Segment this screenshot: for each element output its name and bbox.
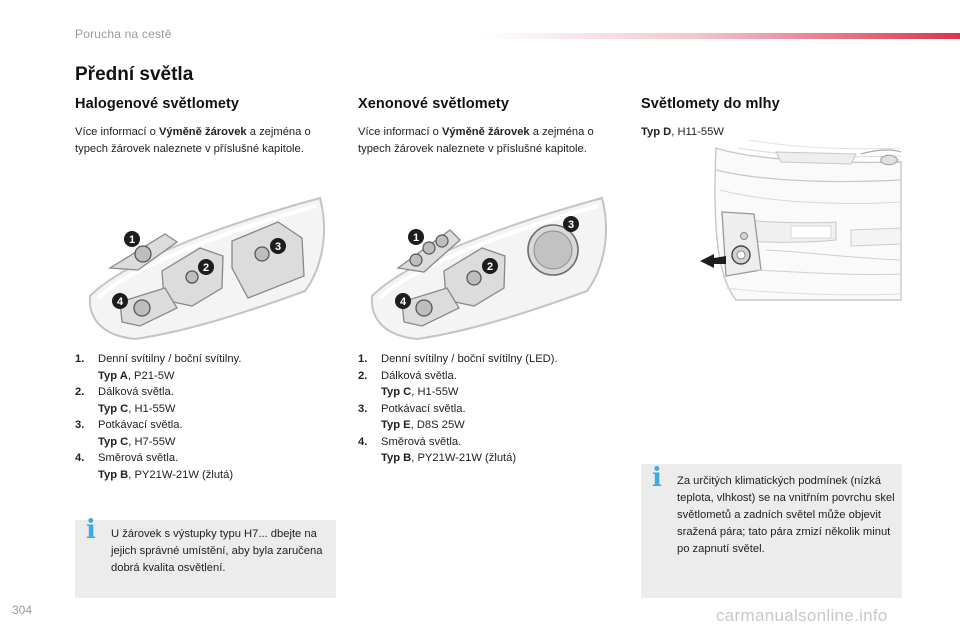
svg-text:2: 2 (487, 261, 493, 273)
list-item: 1.Denní svítilny / boční svítilny.Typ A,… (75, 353, 242, 382)
fog-bulb-type: Typ D, H11-55W (641, 126, 724, 138)
svg-text:1: 1 (413, 232, 419, 244)
arrow-icon (700, 254, 726, 268)
fog-section: Světlomety do mlhy Typ D, H11-55W (641, 96, 903, 141)
xenon-intro: Více informací o Výměně žárovek a zejmén… (358, 126, 594, 155)
svg-text:4: 4 (400, 296, 407, 308)
svg-text:1: 1 (129, 234, 135, 246)
halogen-heading: Halogenové světlomety (75, 96, 240, 112)
section-title: Porucha na cestě (75, 27, 172, 41)
info-icon: i (652, 463, 662, 493)
callout-1: 1 (408, 229, 424, 245)
halogen-intro: Více informací o Výměně žárovek a zejmén… (75, 126, 311, 155)
xenon-headlamp-illustration: 1 2 3 4 (370, 196, 608, 341)
svg-text:3: 3 (568, 219, 574, 231)
callout-4: 4 (112, 293, 128, 309)
fog-note: i Za určitých klimatických podmínek (níz… (641, 464, 902, 598)
svg-text:2: 2 (203, 262, 209, 274)
page-number: 304 (12, 603, 33, 617)
halogen-bulb-list: 1.Denní svítilny / boční svítilny.Typ A,… (75, 351, 337, 483)
list-item: 2.Dálková světla.Typ C, H1-55W (358, 369, 459, 399)
callout-4: 4 (395, 293, 411, 309)
callout-1: 1 (124, 231, 140, 247)
header-accent-bar (480, 33, 960, 39)
callout-3: 3 (270, 238, 286, 254)
fog-heading: Světlomety do mlhy (641, 96, 780, 112)
list-item: 3.Potkávací světla.Typ C, H7-55W (75, 419, 183, 448)
callout-3: 3 (563, 216, 579, 232)
list-item: 4.Směrová světla.Typ B, PY21W-21W (žlutá… (75, 452, 234, 481)
halogen-section: Halogenové světlomety Více informací o V… (75, 96, 337, 158)
svg-text:4: 4 (117, 296, 124, 308)
halogen-note: i U žárovek s výstupky typu H7... dbejte… (75, 515, 336, 598)
list-item: 2.Dálková světla.Typ C, H1-55W (75, 386, 176, 415)
fog-lamp-illustration (700, 140, 902, 301)
info-icon: i (86, 515, 96, 545)
xenon-section: Xenonové světlomety Více informací o Vým… (358, 96, 620, 158)
halogen-headlamp-illustration: 1 2 3 4 (88, 196, 326, 341)
page-title: Přední světla (75, 64, 194, 85)
callout-2: 2 (198, 259, 214, 275)
svg-text:3: 3 (275, 241, 281, 253)
xenon-heading: Xenonové světlomety (358, 96, 509, 112)
watermark: carmanualsonline.info (716, 606, 888, 625)
list-item: 3.Potkávací světla.Typ E, D8S 25W (358, 402, 466, 432)
xenon-bulb-list: 1.Denní svítilny / boční svítilny (LED).… (358, 351, 620, 467)
callout-2: 2 (482, 258, 498, 274)
list-item: 1.Denní svítilny / boční svítilny (LED). (358, 353, 558, 365)
list-item: 4.Směrová světla.Typ B, PY21W-21W (žlutá… (358, 435, 517, 465)
